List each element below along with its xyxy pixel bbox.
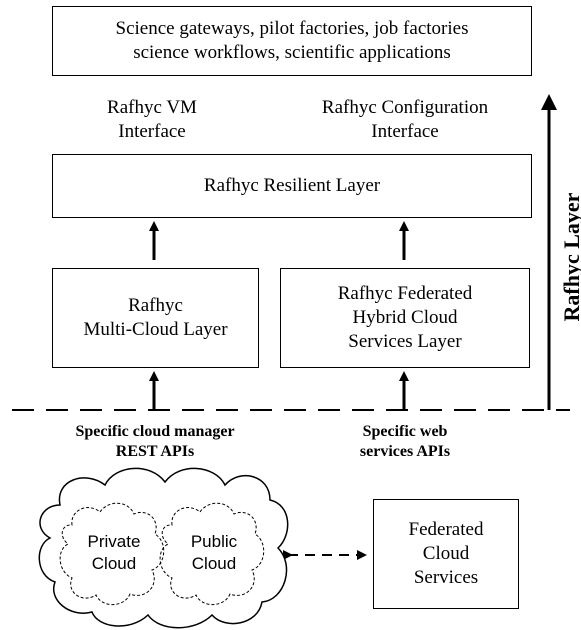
private-cloud-line1: Private — [87, 532, 141, 551]
public-cloud-shape — [159, 502, 265, 606]
cloud-manager-api-line1: Specific cloud manager — [75, 423, 235, 440]
config-interface-line1: Rafhyc Configuration — [321, 97, 489, 118]
public-cloud-label: Public Cloud — [174, 531, 254, 575]
vm-interface-line1: Rafhyc VM — [107, 97, 197, 118]
vm-interface-line2: Interface — [118, 121, 186, 142]
public-cloud-line1: Public — [190, 532, 238, 551]
cloud-manager-api-line2: REST APIs — [115, 443, 195, 460]
cloud-manager-api-label: Specific cloud manager REST APIs — [40, 422, 270, 462]
resilient-layer-label: Rafhyc Resilient Layer — [203, 175, 381, 196]
private-cloud-line2: Cloud — [91, 554, 137, 573]
federated-layer-line2: Hybrid Cloud — [352, 307, 458, 328]
federated-layer-line1: Rafhyc Federated — [337, 283, 473, 304]
federated-cloud-services-box: Federated Cloud Services — [373, 499, 519, 609]
web-services-api-line1: Specific web — [362, 423, 448, 440]
config-interface-line2: Interface — [371, 121, 439, 142]
applications-line2: science workflows, scientific applicatio… — [133, 42, 451, 63]
web-services-api-line2: services APIs — [359, 443, 451, 460]
public-cloud-line2: Cloud — [191, 554, 237, 573]
private-cloud-label: Private Cloud — [74, 531, 154, 575]
federated-layer-line3: Services Layer — [348, 331, 462, 352]
federated-services-line1: Federated — [408, 519, 484, 540]
vm-interface-label: Rafhyc VM Interface — [52, 96, 252, 144]
federated-layer-box: Rafhyc Federated Hybrid Cloud Services L… — [280, 268, 530, 368]
web-services-api-label: Specific web services APIs — [340, 422, 470, 462]
applications-box: Science gateways, pilot factories, job f… — [52, 6, 532, 76]
resilient-layer-box: Rafhyc Resilient Layer — [52, 154, 532, 218]
multi-cloud-line2: Multi-Cloud Layer — [83, 319, 228, 340]
rafhyc-layer-label: Rafhyc Layer — [559, 192, 581, 322]
config-interface-label: Rafhyc Configuration Interface — [295, 96, 515, 144]
multi-cloud-line1: Rafhyc — [128, 295, 183, 316]
applications-line1: Science gateways, pilot factories, job f… — [115, 18, 469, 39]
federated-services-line3: Services — [413, 567, 479, 588]
private-cloud-shape — [59, 502, 165, 606]
federated-services-line2: Cloud — [422, 543, 470, 564]
multi-cloud-layer-box: Rafhyc Multi-Cloud Layer — [52, 268, 259, 368]
